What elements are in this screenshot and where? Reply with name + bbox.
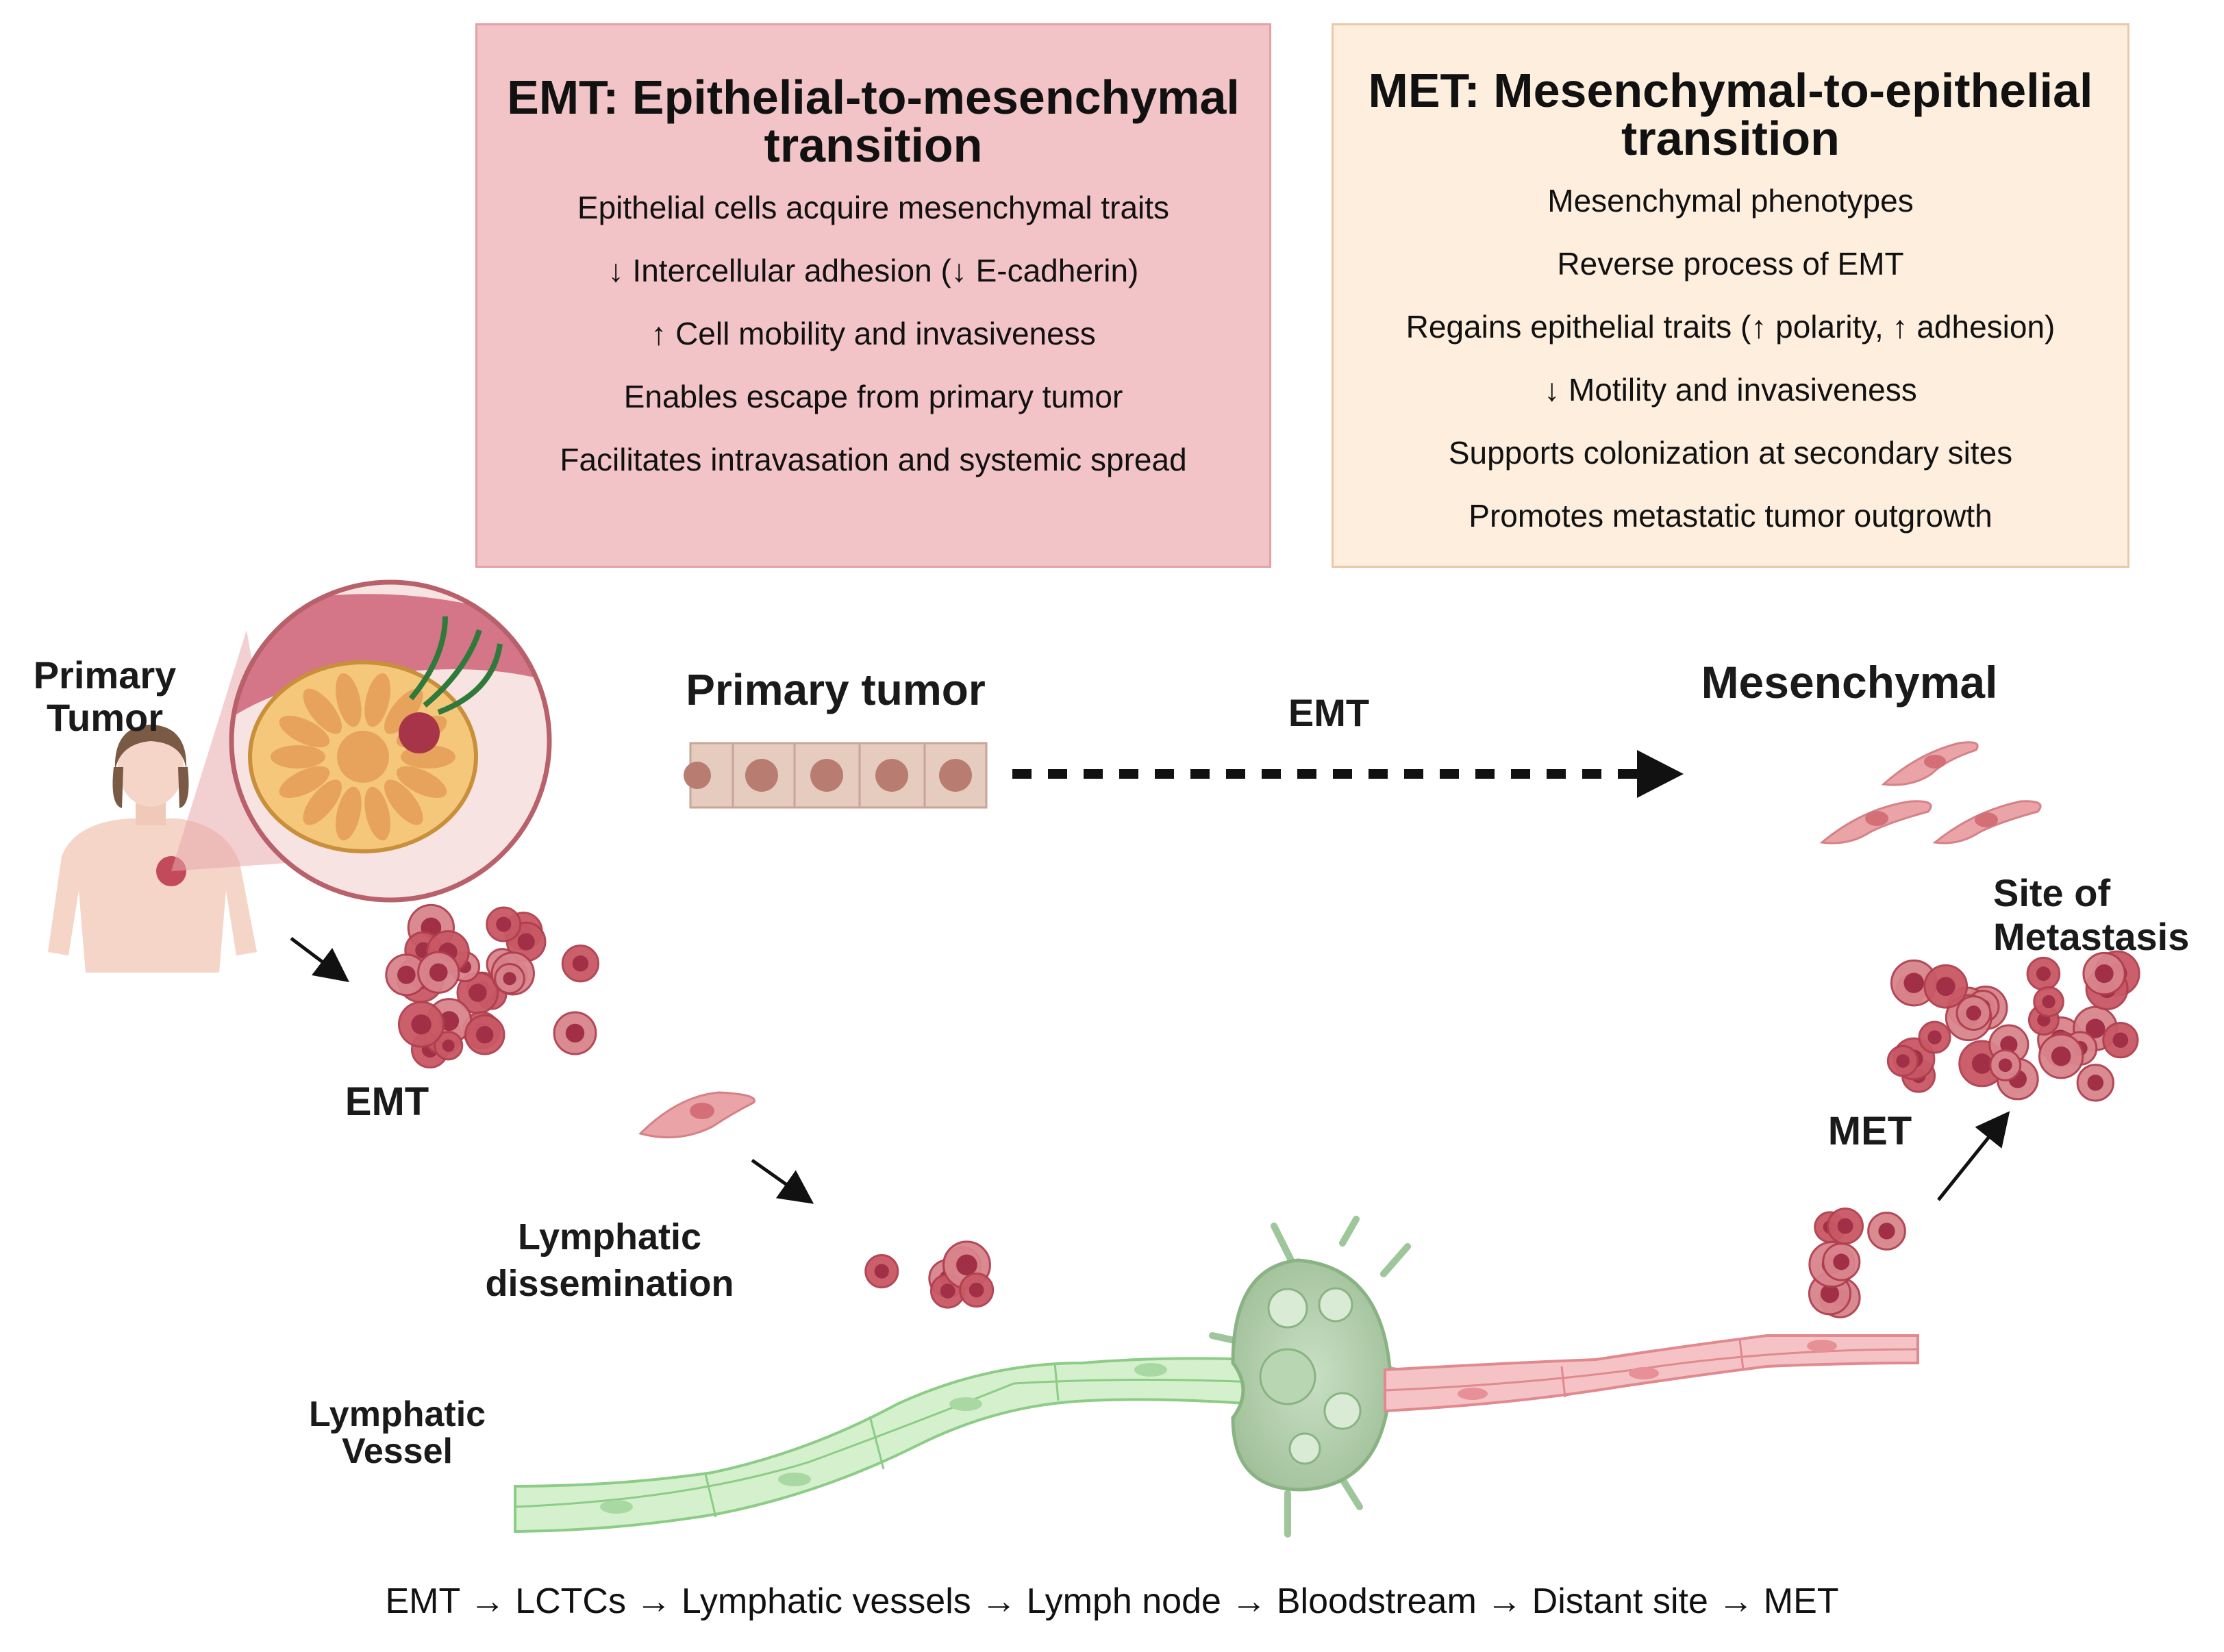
tumor-cell-nucleus (572, 955, 589, 972)
small-arrow-to-emt (290, 937, 349, 983)
emt-dashed-arrow (1012, 750, 1684, 798)
met-box-line: Reverse process of EMT (1557, 246, 1904, 281)
emt-box-line: Facilitates intravasation and systemic s… (560, 442, 1187, 477)
tumor-cell-nucleus (874, 1264, 889, 1279)
emt-info-box: EMT: Epithelial-to-mesenchymal transitio… (475, 23, 1271, 568)
small-arrow-to-metastasis (1937, 1111, 2010, 1201)
lobule (303, 688, 342, 734)
tumor-cell-nucleus (2036, 966, 2051, 981)
lobule (364, 786, 390, 841)
tumor-cell-nucleus (442, 1039, 455, 1052)
met-box-line: Regains epithelial traits (↑ polarity, ↑… (1405, 309, 2056, 345)
tumor-cell-nucleus (1966, 1005, 1982, 1021)
label-primary-tumor-left: Primary Tumor (33, 653, 177, 739)
mesenchymal-cells (1819, 741, 2042, 844)
migrating-mesenchymal-cell (638, 1091, 755, 1139)
met-box-title: MET: Mesenchymal-to-epithelial transitio… (1368, 64, 2093, 165)
lobule (336, 673, 362, 727)
met-info-box: MET: Mesenchymal-to-epithelial transitio… (1332, 23, 2129, 568)
tumor-cell-nucleus (2051, 1046, 2071, 1066)
label-mesenchymal: Mesenchymal (1701, 657, 1998, 708)
label-site-of-metastasis: Site of Metastasis (1993, 871, 2190, 958)
lobule (336, 786, 362, 841)
lobule (271, 745, 325, 768)
tumor-cell-nucleus (503, 972, 516, 986)
epithelial-cell-strip (684, 742, 988, 809)
lobule (279, 715, 330, 748)
met-cell-cluster (1808, 1207, 1906, 1318)
label-primary-tumor-center: Primary tumor (686, 665, 986, 714)
tumor-cell-nucleus (496, 916, 512, 932)
met-box-line: ↓ Motility and invasiveness (1544, 372, 1917, 408)
small-arrow-to-lymphatic (751, 1158, 814, 1204)
tumor-cell-nucleus (397, 966, 416, 984)
tumor-cell-nucleus (1998, 1058, 2012, 1073)
tumor-cell-nucleus (1820, 1284, 1840, 1303)
emt-box-line: ↓ Intercellular adhesion (↓ E-cadherin) (608, 253, 1139, 288)
tumor-cell-nucleus (517, 933, 535, 951)
tumor-cell-nucleus (2042, 995, 2056, 1009)
label-lymphatic-vessel: Lymphatic Vessel (308, 1394, 486, 1471)
breast-zoom-circle (229, 579, 552, 903)
emt-box-line: ↑ Cell mobility and invasiveness (651, 316, 1096, 351)
tumor-cell-nucleus (411, 1014, 432, 1035)
tumor-cell-nucleus (468, 984, 487, 1002)
lobule (384, 779, 423, 825)
lobule (279, 766, 330, 799)
lymphatic-ctc-cluster (864, 1240, 995, 1309)
tumor-cell-nucleus (1936, 977, 1956, 997)
met-box-line: Mesenchymal phenotypes (1547, 183, 1914, 218)
tumor-cell-nucleus (1837, 1218, 1853, 1234)
met-box-line: Supports colonization at secondary sites (1448, 435, 2013, 471)
tumor-cell-nucleus (2087, 1075, 2104, 1091)
label-met: MET (1827, 1109, 1912, 1153)
label-emt-cluster: EMT (345, 1079, 429, 1124)
tumor-cell-nucleus (1971, 1053, 1992, 1074)
lobule (396, 766, 447, 799)
tumor-cell-nucleus (2095, 964, 2114, 984)
metastasis-tumor-cluster (1886, 950, 2140, 1102)
tumor-cell-nucleus (940, 1284, 955, 1299)
emt-tumor-cluster (385, 903, 600, 1069)
flow-caption: EMT → LCTCs → Lymphatic vessels → Lymph … (385, 1581, 1839, 1621)
tumor-cell-nucleus (1896, 1054, 1910, 1068)
tumor-cell-nucleus (429, 963, 448, 982)
label-emt-arrow: EMT (1288, 691, 1370, 734)
tumor-cell-nucleus (1833, 1253, 1850, 1271)
lymph-node (1209, 1216, 1425, 1538)
tumor-cell-nucleus (565, 1023, 585, 1043)
emt-box-title: EMT: Epithelial-to-mesenchymal transitio… (507, 71, 1240, 172)
lobule (364, 673, 390, 727)
tumor-mass (399, 712, 440, 753)
blood-vessel-drawing (1384, 1334, 1919, 1413)
tumor-cell-nucleus (476, 1026, 494, 1044)
emt-box-line: Epithelial cells acquire mesenchymal tra… (577, 190, 1170, 225)
tumor-cell-nucleus (1878, 1223, 1895, 1240)
lobule (303, 779, 342, 825)
tumor-cell-nucleus (2085, 1018, 2106, 1038)
tumor-cell-nucleus (2112, 1032, 2129, 1048)
tumor-cell-nucleus (969, 1282, 984, 1298)
label-lymphatic-dissemination: Lymphatic dissemination (485, 1216, 734, 1304)
tumor-cell-nucleus (2000, 1036, 2018, 1053)
lymphatic-vessel-drawing (514, 1357, 1255, 1534)
tumor-cell-nucleus (1927, 1030, 1942, 1044)
emt-box-line: Enables escape from primary tumor (623, 379, 1123, 414)
met-box-line: Promotes metastatic tumor outgrowth (1469, 498, 1992, 534)
tumor-cell-nucleus (1903, 973, 1925, 993)
tumor-cell-nucleus (956, 1254, 977, 1276)
